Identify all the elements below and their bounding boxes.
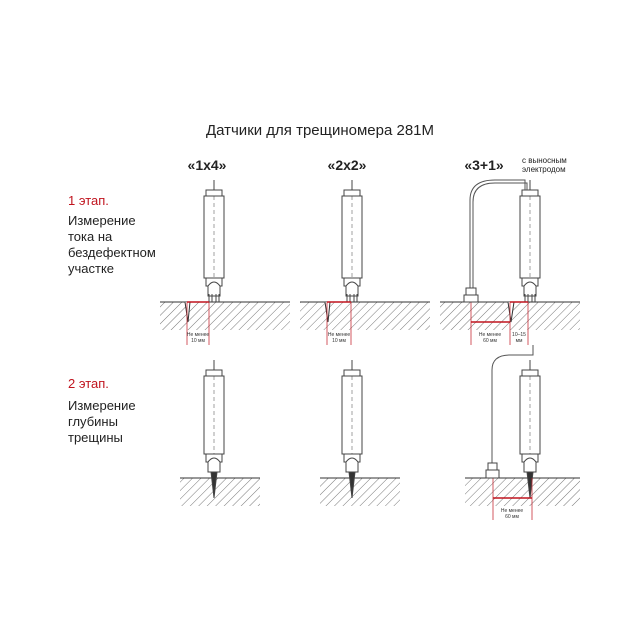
stage-2-label: 2 этап.: [68, 376, 109, 391]
diagram-title: Датчики для трещиномера 281М: [206, 122, 434, 139]
column-note-line2: электродом: [522, 165, 566, 174]
dim-label: 60 мм: [483, 338, 497, 344]
ground-stage1: [160, 301, 580, 330]
sensor-probe: [341, 360, 363, 499]
stage-2-text: глубины: [68, 414, 118, 429]
stage-1-text: бездефектном: [68, 245, 156, 260]
stage-1-text: участке: [68, 261, 114, 276]
sensor-probe: [519, 360, 541, 499]
remote-electrode-cable: [469, 179, 534, 465]
sensor-probe: [341, 180, 363, 302]
ground-stage2: [180, 477, 580, 506]
column-label-3plus1: «3+1»: [464, 157, 504, 173]
dim-label: 10 мм: [332, 338, 346, 344]
sensor-probe: [203, 180, 225, 302]
column-note-line1: с выносным: [522, 156, 567, 165]
column-label-1x4: «1x4»: [188, 157, 227, 173]
sensor-probe: [203, 360, 225, 499]
dim-label: Не менее: [501, 508, 524, 514]
dimension-marks: [186, 301, 533, 520]
dim-label: Не менее: [187, 332, 210, 338]
dim-label: мм: [516, 338, 523, 344]
stage-1-text: Измерение: [68, 213, 136, 228]
remote-electrode: [463, 287, 500, 479]
dim-label: 10–15: [512, 332, 526, 338]
dim-label: Не менее: [479, 332, 502, 338]
dim-label: 10 мм: [191, 338, 205, 344]
column-label-2x2: «2x2»: [328, 157, 367, 173]
stage-1-label: 1 этап.: [68, 193, 109, 208]
stage-2-text: трещины: [68, 430, 123, 445]
sensor-probe: [519, 180, 541, 302]
stage-1-text: тока на: [68, 229, 113, 244]
stage-2-text: Измерение: [68, 398, 136, 413]
dim-label: Не менее: [328, 332, 351, 338]
dim-label: 60 мм: [505, 514, 519, 520]
